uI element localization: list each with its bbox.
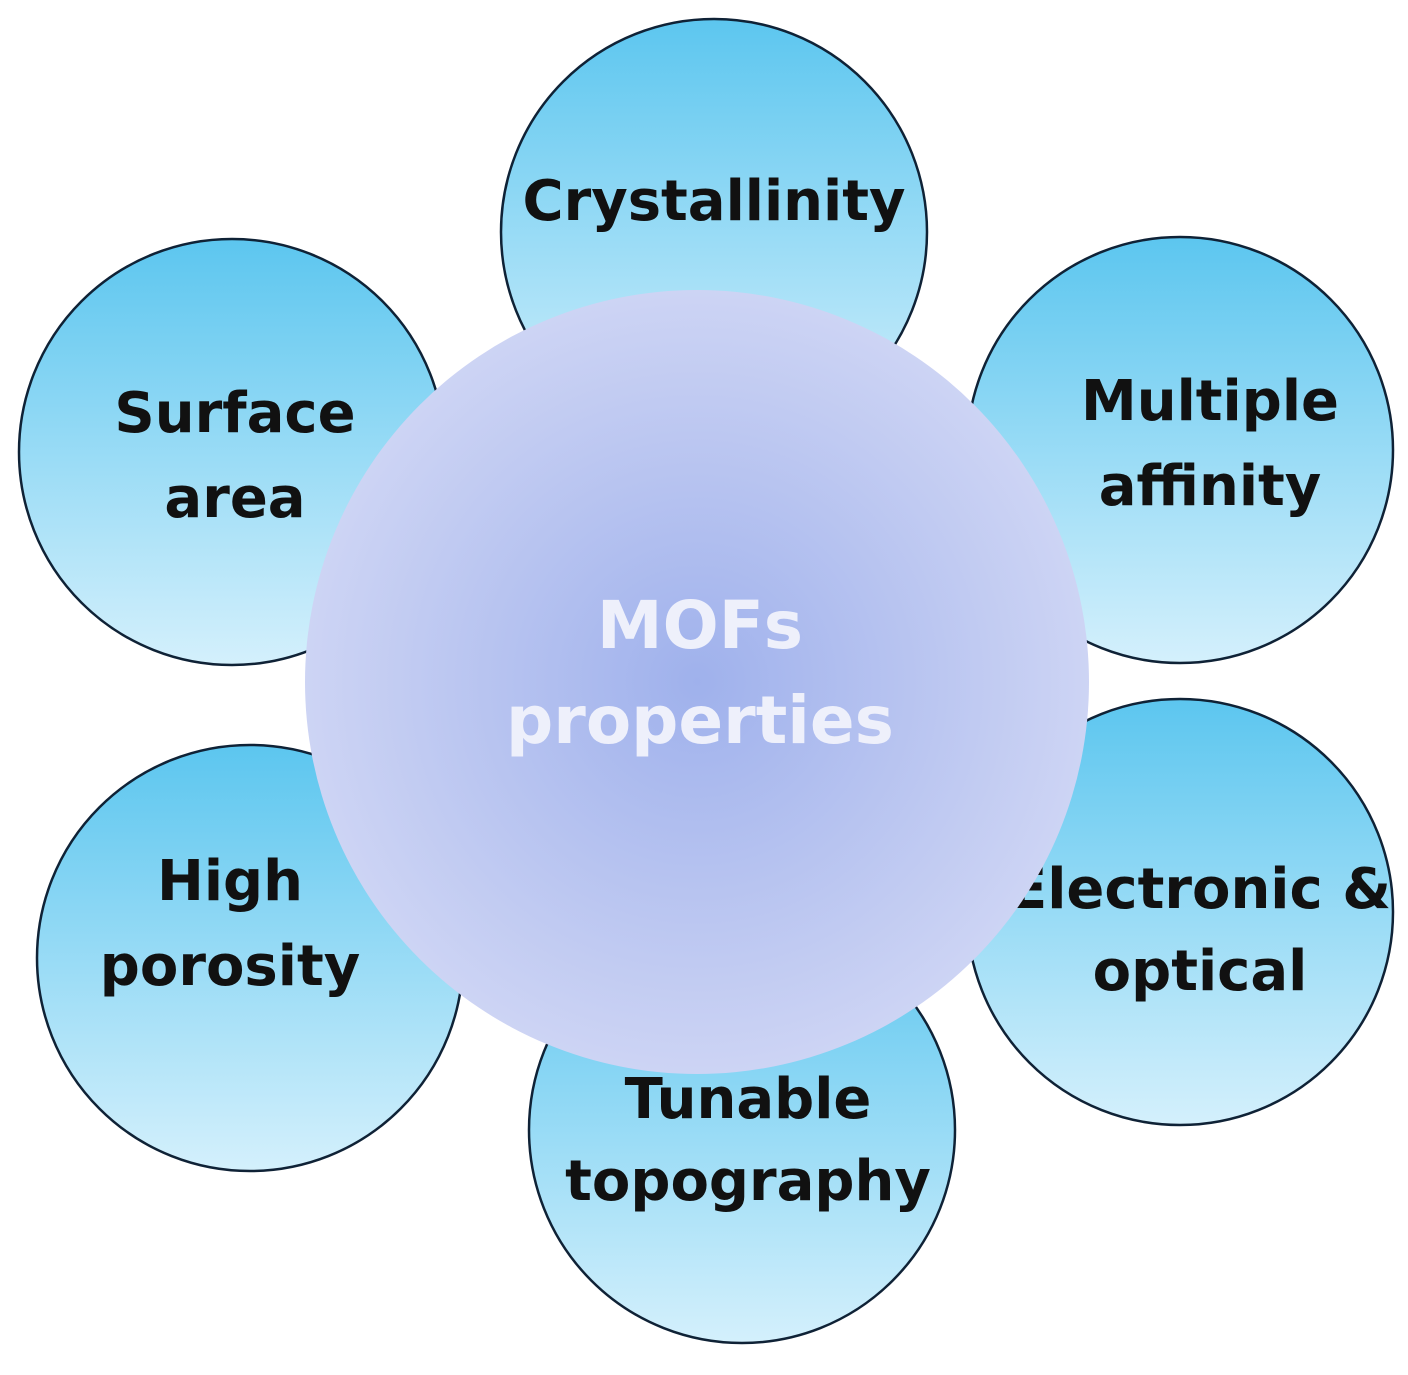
petal-label: topography xyxy=(565,1149,931,1214)
petal-label: area xyxy=(164,466,305,531)
petal-label: Electronic & xyxy=(1009,857,1391,922)
petal-multiple-affinity: Multiple affinity xyxy=(965,235,1395,665)
center-label: MOFs xyxy=(597,587,803,664)
center-node: MOFs properties xyxy=(305,290,1089,1074)
petal-label: optical xyxy=(1093,939,1308,1004)
petal-label: affinity xyxy=(1099,454,1322,519)
petal-label: Multiple xyxy=(1081,369,1339,434)
petal-label: Surface xyxy=(114,381,355,446)
petal-label: High xyxy=(157,849,303,914)
petal-label: Tunable xyxy=(625,1067,872,1132)
petal-label: porosity xyxy=(100,934,360,999)
petal-label: Crystallinity xyxy=(522,169,905,234)
center-label: properties xyxy=(506,682,894,759)
petal-electronic-optical: Electronic & optical xyxy=(965,697,1395,1127)
center-circle xyxy=(305,290,1089,1074)
